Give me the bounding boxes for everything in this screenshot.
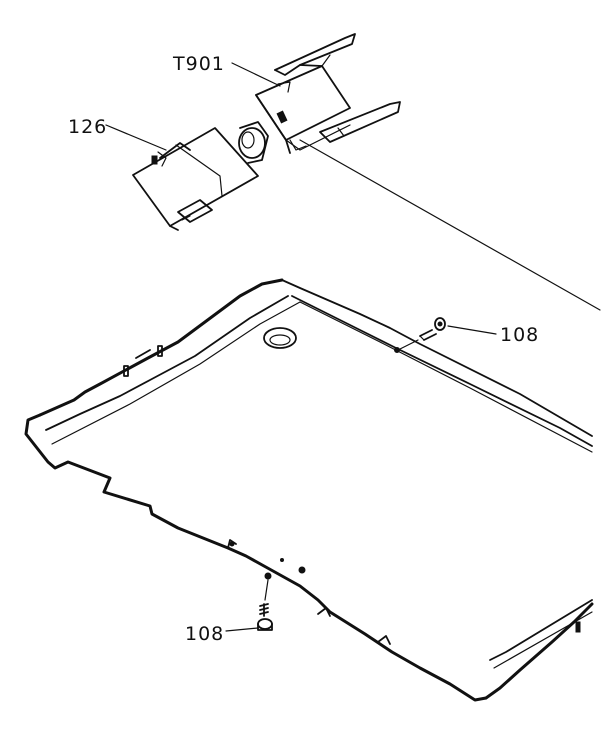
screw-108-bottom-axis — [264, 579, 269, 601]
component-126 — [132, 121, 269, 231]
screw-108-bottom — [257, 603, 273, 631]
label-108-bottom: 108 — [185, 623, 224, 645]
chassis-base-plate — [24, 278, 594, 702]
label-108-top: 108 — [500, 324, 539, 346]
leader-108-top — [447, 325, 497, 335]
leader-126 — [105, 124, 167, 151]
label-t901: T901 — [172, 53, 225, 75]
screw-108-top-axis — [397, 339, 419, 351]
screw-108-top — [419, 317, 446, 341]
label-126: 126 — [68, 116, 107, 138]
leader-108-bottom — [225, 627, 259, 632]
assembly-guide-line — [299, 139, 601, 311]
mounting-hole — [263, 327, 297, 349]
leader-t901 — [231, 62, 281, 87]
transformer-t901 — [255, 33, 401, 154]
